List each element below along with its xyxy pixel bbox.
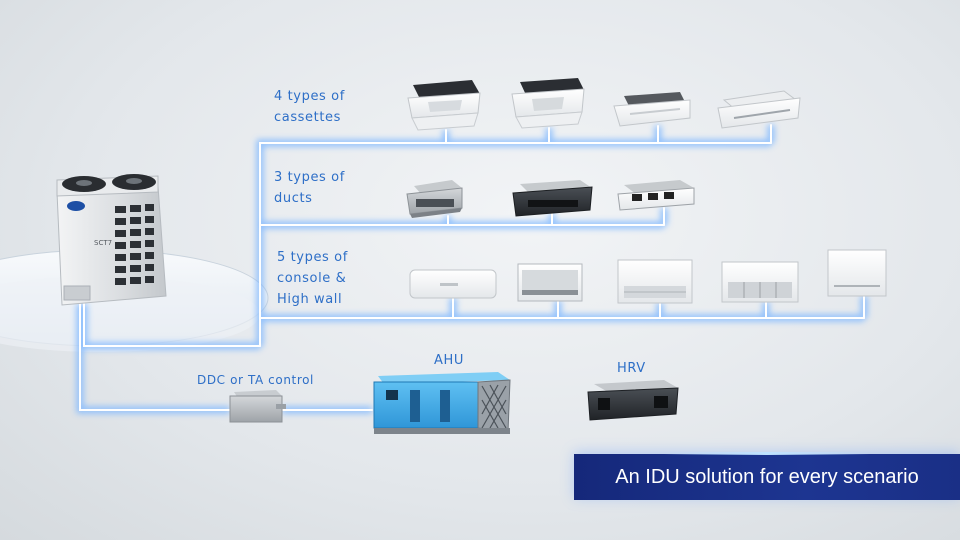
vrf-outdoor-unit-icon: SCT7 bbox=[56, 174, 167, 306]
cassette-unit-icon bbox=[613, 92, 691, 127]
refrigerant-pipe bbox=[259, 142, 772, 347]
ducts-label: 3 types of ducts bbox=[274, 167, 345, 209]
console-label-line: console & bbox=[277, 271, 347, 286]
cassettes-label-line: cassettes bbox=[274, 110, 342, 125]
console-unit-icon bbox=[517, 263, 583, 302]
console-unit-icon bbox=[617, 259, 693, 304]
ducts-label-line: ducts bbox=[274, 191, 313, 206]
control-box-icon bbox=[229, 390, 286, 423]
console-label-line: High wall bbox=[277, 292, 343, 307]
console-label: 5 types of console & High wall bbox=[277, 247, 348, 310]
cassette-unit-icon bbox=[407, 80, 481, 131]
wall-mounted-unit-icon bbox=[409, 269, 497, 299]
duct-unit-icon bbox=[617, 180, 695, 211]
console-unit-icon bbox=[827, 249, 887, 297]
ahu-label: AHU bbox=[434, 353, 464, 368]
air-handling-unit-icon bbox=[373, 372, 511, 434]
hrv-label: HRV bbox=[617, 361, 646, 376]
refrigerant-pipe bbox=[79, 303, 231, 411]
duct-unit-icon bbox=[512, 180, 593, 217]
solution-banner: An IDU solution for every scenario bbox=[574, 452, 960, 500]
pipe-network bbox=[79, 124, 865, 411]
console-label-line: 5 types of bbox=[277, 250, 348, 265]
cassettes-label-line: 4 types of bbox=[274, 89, 345, 104]
console-unit-icon bbox=[721, 261, 799, 303]
cassettes-label: 4 types of cassettes bbox=[274, 86, 345, 128]
outdoor-unit-logo: SCT7 bbox=[94, 239, 112, 247]
ducts-label-line: 3 types of bbox=[274, 170, 345, 185]
cassette-unit-icon bbox=[717, 90, 801, 129]
heat-recovery-ventilator-icon bbox=[587, 380, 679, 421]
control-label: DDC or TA control bbox=[197, 373, 314, 387]
duct-unit-icon bbox=[406, 180, 463, 218]
refrigerant-pipe bbox=[83, 303, 261, 347]
cassette-unit-icon bbox=[511, 78, 585, 129]
